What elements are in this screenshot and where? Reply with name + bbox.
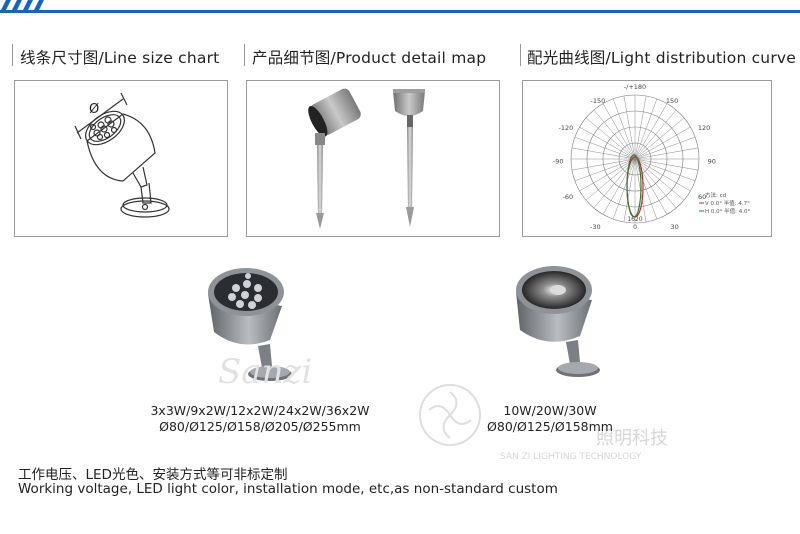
custom-note-en: Working voltage, LED light color, instal… — [18, 481, 558, 497]
custom-note-cn: 工作电压、LED光色、安装方式等可非标定制 — [18, 467, 288, 483]
title-separator — [244, 44, 245, 66]
polar-angle-label: 120 — [698, 124, 710, 132]
polar-angle-label: 30 — [671, 223, 679, 231]
diameter-symbol: Ø — [89, 102, 99, 117]
section-title-product-detail: 产品细节图/Product detail map — [252, 49, 487, 67]
polar-legend-entry: H 0.0° 半值: 4.0° — [705, 207, 750, 215]
polar-legend-entry: V 0.0° 半值: 4.7° — [705, 199, 750, 207]
product-photo-cob — [516, 266, 600, 377]
polar-legend-entry: 方法: cd — [705, 191, 726, 199]
product-photo-multi-led — [208, 268, 292, 381]
product-1-caption: 3x3W/9x2W/12x2W/24x2W/36x2W Ø80/Ø125/Ø15… — [110, 403, 410, 435]
product-2-diameters: Ø80/Ø125/Ø158mm — [487, 419, 613, 434]
product-2-power: 10W/20W/30W — [503, 403, 597, 418]
product-detail-figure — [308, 88, 425, 229]
polar-angle-label: -90 — [553, 157, 564, 165]
watermark-company-cn: 照明科技 — [596, 428, 668, 449]
polar-angle-label: -30 — [590, 223, 601, 231]
polar-angle-label: -150 — [590, 97, 605, 105]
section-title-line-size: 线条尺寸图/Line size chart — [20, 49, 220, 67]
section-title-light-distribution: 配光曲线图/Light distribution curve — [527, 49, 797, 67]
product-detail-panel — [246, 80, 500, 237]
polar-angle-label: -120 — [558, 124, 573, 132]
polar-chart: -/+180 -150 150 -120 120 -90 90 -60 60 -30 30 16200… — [553, 83, 751, 231]
top-banner — [0, 0, 800, 14]
top-rule — [0, 10, 800, 13]
watermark-logo-text: Sanzi — [218, 352, 313, 392]
curve-horizontal — [626, 154, 642, 218]
watermark-company-en: SAN ZI LIGHTING TECHNOLOGY — [500, 452, 642, 462]
line-size-panel: Ø — [14, 80, 228, 237]
polar-angle-label: 60 — [698, 193, 706, 201]
title-separator — [12, 44, 13, 66]
polar-center-label: 0 — [633, 224, 637, 231]
polar-angle-label: 90 — [708, 157, 716, 165]
line-drawing-figure: Ø — [74, 92, 170, 218]
polar-angle-label: 150 — [666, 97, 678, 105]
stripes-decoration — [0, 0, 44, 12]
watermark-logo-emblem — [419, 384, 481, 446]
polar-angle-label: -/+180 — [624, 83, 646, 91]
polar-angle-label: -60 — [562, 193, 573, 201]
product-1-diameters: Ø80/Ø125/Ø158/Ø205/Ø255mm — [159, 419, 361, 434]
title-separator — [520, 44, 521, 66]
polar-center-label: 1620 — [627, 216, 642, 223]
product-1-power: 3x3W/9x2W/12x2W/24x2W/36x2W — [150, 403, 370, 418]
product-2-caption: 10W/20W/30W Ø80/Ø125/Ø158mm — [440, 403, 660, 435]
